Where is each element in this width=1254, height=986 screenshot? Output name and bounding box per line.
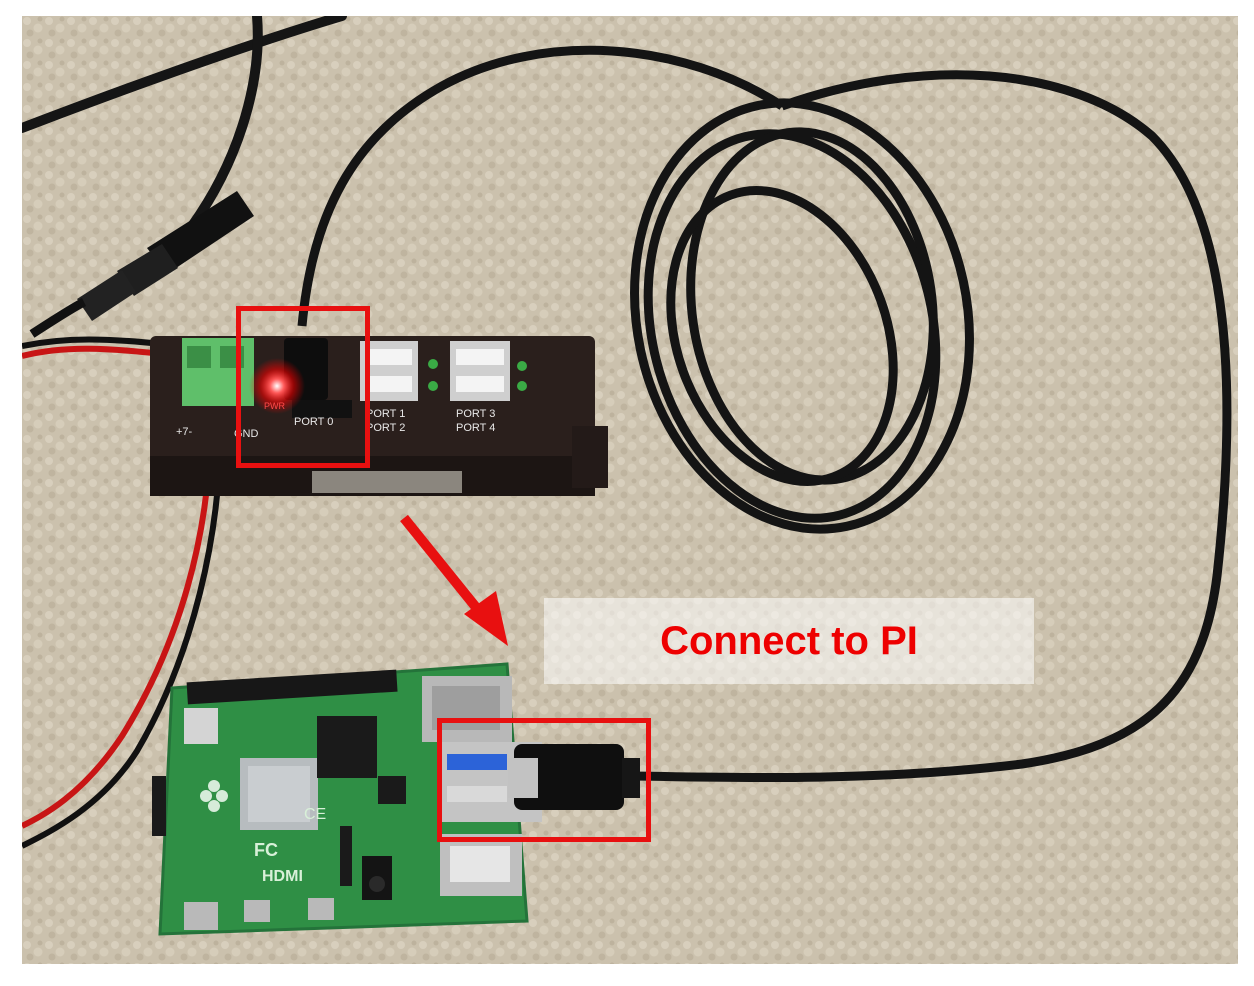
photo: PWR PORT 0 PORT 1 PORT 2 PORT 3 PORT 4 +…: [22, 16, 1238, 964]
photo-scene: [22, 16, 1238, 964]
hub-label-port4: PORT 4: [456, 422, 496, 434]
hub-label-port0: PORT 0: [294, 416, 334, 428]
hub-label-port1: PORT 1: [366, 408, 406, 420]
pi-label-fc: FC: [254, 840, 278, 860]
usb-hub: [150, 336, 608, 496]
power-led: [249, 358, 305, 414]
raspberry-logo: [200, 780, 228, 812]
hub-label-pwr: PWR: [264, 401, 285, 411]
caption-text: Connect to PI: [660, 618, 918, 663]
hub-label-port3: PORT 3: [456, 408, 496, 420]
coiled-usb-cable: [297, 45, 1232, 783]
hub-label-port2: PORT 2: [366, 422, 406, 434]
barrel-connector: [29, 191, 254, 338]
hub-port0-highlight-box: [236, 306, 370, 468]
power-cable: [22, 16, 347, 231]
pi-label-ce: CE: [304, 806, 327, 823]
caption-box: Connect to PI: [544, 598, 1034, 684]
raspberry-pi-board: [152, 662, 542, 936]
pi-label-hdmi: HDMI: [262, 868, 303, 885]
pi-usb-highlight-box: [437, 718, 651, 842]
hub-label-vin: +7-: [176, 426, 193, 438]
pi-usb-plug: [508, 744, 640, 810]
arrow-graphic: [400, 514, 508, 646]
